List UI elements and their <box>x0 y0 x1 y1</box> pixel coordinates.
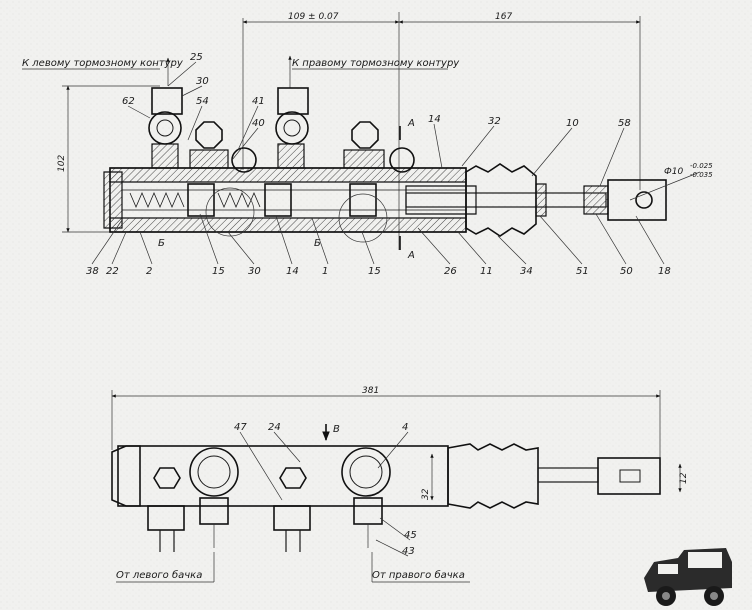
callout-leader <box>531 127 573 177</box>
callout-label: 32 <box>488 116 501 127</box>
plan-fitting-left <box>147 505 185 552</box>
dimension-167: 167 <box>398 12 641 190</box>
callout-label: 50 <box>620 266 633 277</box>
callout-label: 40 <box>252 118 265 129</box>
callout-label: 26 <box>444 266 457 277</box>
callout-label: 62 <box>122 96 135 107</box>
callout-leader <box>199 213 219 265</box>
callout-leader <box>635 215 665 265</box>
callout-leader <box>275 215 293 265</box>
callout-label: 10 <box>566 118 579 129</box>
callout-label: 15 <box>212 266 225 277</box>
callout-label: 4 <box>402 422 408 433</box>
callout-label: 25 <box>190 52 203 63</box>
callout-label: 30 <box>248 266 261 277</box>
callout-leader <box>231 127 259 161</box>
callout-label: 38 <box>86 266 99 277</box>
caption-from-right-tank: От правого бачка <box>372 569 465 581</box>
callout-label: 2 <box>146 266 152 277</box>
valve-left <box>148 87 183 169</box>
callout-leader <box>457 231 487 265</box>
callout-leader <box>497 235 527 265</box>
callout-label: 58 <box>618 118 631 129</box>
callout-leader <box>433 123 443 169</box>
callout-label: 45 <box>404 530 417 541</box>
callout-leader <box>181 85 203 97</box>
callout-label: 14 <box>428 114 441 125</box>
callout-leader <box>239 431 283 501</box>
dim-167-text: 167 <box>495 12 512 22</box>
plan-port-left <box>153 447 239 548</box>
plan-port-right <box>279 447 391 548</box>
callout-label: 41 <box>252 96 265 107</box>
callout-label: 47 <box>234 422 247 433</box>
callout-label: 24 <box>268 422 281 433</box>
callout-leader <box>417 227 451 265</box>
dim-102-text: 102 <box>57 155 67 172</box>
plan-fitting-mid <box>273 505 311 552</box>
callout-leader <box>311 217 329 265</box>
callout-leader <box>139 231 153 265</box>
caption-right-circuit: К правому тормозному контуру <box>292 58 460 69</box>
callout-leader <box>111 231 127 265</box>
callout-leader <box>187 105 203 141</box>
caption-from-left-tank: От левого бачка <box>116 569 202 581</box>
cylinder-body-section <box>103 167 607 243</box>
callout-leader <box>91 219 123 265</box>
callout-label: 15 <box>368 266 381 277</box>
dim-12-text: 12 <box>679 472 689 484</box>
plan-clevis <box>597 457 661 495</box>
callout-leader <box>227 231 255 265</box>
callout-label: 22 <box>106 266 119 277</box>
callout-label: 11 <box>480 266 493 277</box>
truck-icon <box>644 548 732 606</box>
callout-leader <box>377 431 409 469</box>
callouts-bottom: 47 24 4 45 43 <box>234 422 417 557</box>
tolerance-upper: -0.025 <box>690 162 713 170</box>
callout-label: 1 <box>322 266 328 277</box>
dim-381-text: 381 <box>362 386 379 396</box>
section-view: 109 ± 0.07 167 102 К левому тормозному к… <box>22 12 713 277</box>
section-mark-b-right: Б <box>314 238 321 249</box>
boot-bellows <box>465 163 547 237</box>
dimension-102: 102 <box>57 85 160 233</box>
callout-leader <box>127 105 151 119</box>
callout-leader <box>461 125 495 167</box>
callout-label: 34 <box>520 266 533 277</box>
valve-left-2 <box>189 121 257 173</box>
callout-label: 43 <box>402 546 415 557</box>
callout-label: 18 <box>658 266 671 277</box>
callout-leader <box>599 127 625 187</box>
section-mark-b-left: Б <box>158 238 165 249</box>
tolerance-lower: -0.035 <box>690 171 713 179</box>
callout-leader <box>375 539 409 557</box>
valve-right <box>275 87 309 169</box>
callout-leader <box>361 231 375 265</box>
callout-label: 51 <box>576 266 589 277</box>
section-mark-a-top: A <box>407 118 415 129</box>
callout-leader <box>167 61 197 87</box>
section-mark-a-bottom: A <box>407 250 415 261</box>
callout-leader <box>273 431 301 463</box>
dim-phi10: Ф10 <box>664 167 683 177</box>
callout-label: 30 <box>196 76 209 87</box>
valve-right-2 <box>343 121 415 173</box>
callout-leader <box>379 517 411 541</box>
dim-32-text: 32 <box>421 488 431 500</box>
view-mark-v: В <box>333 424 340 435</box>
callout-label: 14 <box>286 266 299 277</box>
dim-109-text: 109 ± 0.07 <box>288 12 339 22</box>
callout-leader <box>237 105 259 151</box>
callout-leader <box>539 215 583 265</box>
plan-boot <box>447 443 539 509</box>
callout-label: 54 <box>196 96 209 107</box>
callout-leader <box>595 213 627 265</box>
caption-left-circuit: К левому тормозному контуру <box>22 58 184 69</box>
plan-view: 381 <box>111 386 689 583</box>
